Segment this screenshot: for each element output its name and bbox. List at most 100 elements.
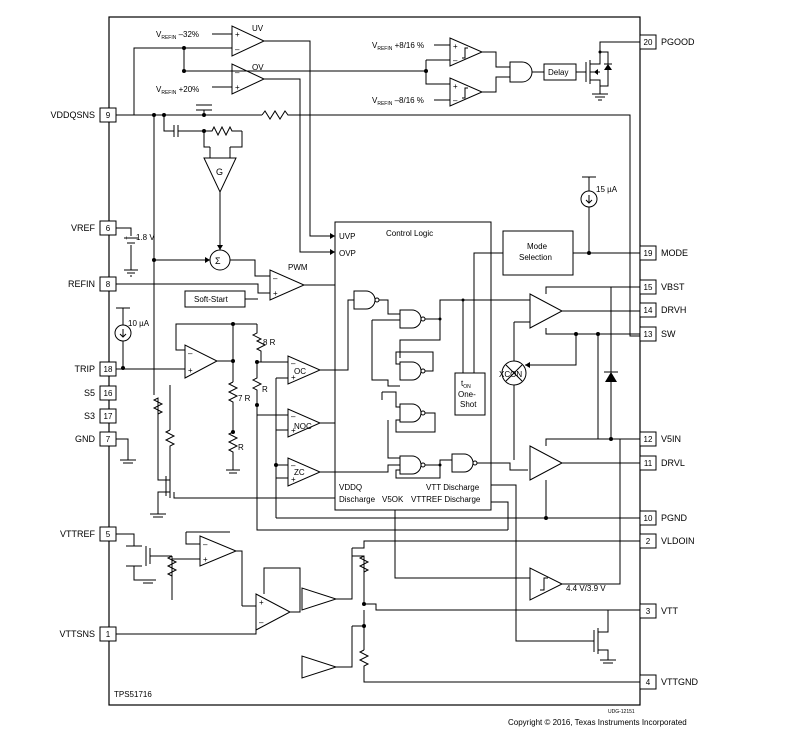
pin-v5in: 12 V5IN (639, 431, 681, 447)
oc-comparator (287, 355, 322, 385)
svg-text:3: 3 (646, 607, 651, 616)
svg-text:REFIN: REFIN (68, 279, 95, 289)
nand-2 (399, 309, 422, 329)
svg-text:DRVL: DRVL (661, 458, 685, 468)
svg-text:11: 11 (644, 459, 653, 468)
pwm-comparator (269, 269, 306, 301)
pwm-label: PWM (288, 263, 308, 272)
chip-name: TPS51716 (114, 690, 152, 699)
trip-buffer (184, 344, 219, 379)
svg-text:VTT: VTT (661, 606, 679, 616)
nand-4 (399, 403, 422, 423)
svg-text:2: 2 (646, 537, 651, 546)
svg-text:One-: One- (458, 390, 476, 399)
svg-text:20: 20 (644, 38, 653, 47)
svg-text:TRIP: TRIP (74, 364, 95, 374)
svg-text:+: + (203, 555, 208, 564)
svg-text:DRVH: DRVH (661, 305, 686, 315)
svg-text:tON: tON (461, 379, 471, 390)
vddq-discharge-label-1: VDDQ (339, 483, 362, 492)
svg-text:17: 17 (104, 412, 113, 421)
svg-text:GND: GND (75, 434, 96, 444)
svg-text:VLDOIN: VLDOIN (661, 536, 695, 546)
svg-text:VREF: VREF (71, 223, 96, 233)
svg-text:13: 13 (644, 330, 653, 339)
svg-text:4: 4 (646, 678, 651, 687)
pg-low-threshold: VREFIN –8/16 % (372, 96, 424, 107)
high-side-driver (529, 293, 564, 329)
pin-vttref: 5 VTTREF (60, 526, 117, 542)
vtt-upper-amp (301, 587, 338, 611)
svg-text:V5IN: V5IN (661, 434, 681, 444)
svg-text:+: + (273, 289, 278, 298)
svg-text:–: – (203, 540, 208, 549)
svg-text:+: + (235, 30, 240, 39)
vtt-error-amp (255, 593, 292, 631)
pin-pgnd: 10 PGND (639, 510, 688, 526)
zc-comparator (287, 457, 322, 487)
pin-vref: 6 VREF (71, 220, 117, 236)
control-logic-label: Control Logic (386, 229, 433, 238)
vtt-discharge-label: VTT Discharge (426, 483, 480, 492)
pin-refin: 8 REFIN (68, 276, 117, 292)
r8-label: 8 R (263, 338, 276, 347)
zc-label: ZC (294, 468, 305, 477)
r7-label: 7 R (238, 394, 251, 403)
svg-text:5: 5 (106, 530, 111, 539)
ton-one-shot-block (454, 372, 486, 416)
copyright: Copyright © 2016, Texas Instruments Inco… (508, 718, 687, 727)
pg-high-threshold: VREFIN +8/16 % (372, 41, 424, 52)
svg-text:–: – (235, 45, 240, 54)
vtt-lower-amp (301, 655, 338, 679)
svg-text:–: – (453, 96, 458, 105)
svg-text:PGOOD: PGOOD (661, 37, 695, 47)
svg-text:VTTREF: VTTREF (60, 529, 96, 539)
svg-text:8: 8 (106, 280, 111, 289)
svg-text:+: + (259, 598, 264, 607)
current-10ua-label: 10 µA (128, 319, 150, 328)
svg-text:7: 7 (106, 435, 111, 444)
svg-text:VTTGND: VTTGND (661, 677, 698, 687)
svg-text:Mode: Mode (527, 242, 548, 251)
uvp-label: UVP (339, 232, 355, 241)
pin-trip: 18 TRIP (74, 361, 117, 377)
svg-text:6: 6 (106, 224, 111, 233)
pin-vtt: 3 VTT (639, 603, 679, 619)
vttref-discharge-label: VTTREF Discharge (411, 495, 481, 504)
v5ok-label: V5OK (382, 495, 404, 504)
oc-label: OC (294, 367, 306, 376)
pin-vldoin: 2 VLDOIN (639, 533, 695, 549)
vttref-discharge-mosfet (126, 545, 172, 584)
svg-text:+: + (291, 475, 296, 484)
svg-text:VTTSNS: VTTSNS (59, 629, 95, 639)
svg-text:VBST: VBST (661, 282, 685, 292)
svg-text:PGND: PGND (661, 513, 688, 523)
svg-text:G: G (216, 167, 223, 177)
pin-pgood: 20 PGOOD (639, 34, 695, 50)
svg-text:–: – (291, 359, 296, 368)
svg-text:+: + (235, 83, 240, 92)
pin-drvl: 11 DRVL (639, 455, 685, 471)
svg-text:+: + (453, 42, 458, 51)
ov-threshold-label: VREFIN +20% (156, 85, 199, 96)
svg-text:Shot: Shot (460, 400, 477, 409)
nand-3 (399, 361, 422, 381)
svg-text:Delay: Delay (548, 68, 568, 77)
uv-label: UV (252, 24, 264, 33)
svg-text:9: 9 (106, 111, 111, 120)
noc-comparator (287, 408, 322, 438)
mode-selection-block (502, 230, 574, 276)
pin-drvh: 14 DRVH (639, 302, 686, 318)
svg-text:–: – (291, 461, 296, 470)
pg-low-comparator (449, 77, 484, 107)
nand-1 (353, 290, 376, 310)
ov-label: OV (252, 63, 264, 72)
r-mid-label: R (262, 385, 268, 394)
svg-text:15: 15 (644, 283, 653, 292)
vddq-discharge-mosfet (150, 397, 335, 518)
svg-text:MODE: MODE (661, 248, 688, 258)
pin-vbst: 15 VBST (639, 279, 685, 295)
svg-text:S3: S3 (84, 411, 95, 421)
uv-threshold-label: VREFIN –32% (156, 30, 199, 41)
pin-mode: 19 MODE (639, 245, 688, 261)
